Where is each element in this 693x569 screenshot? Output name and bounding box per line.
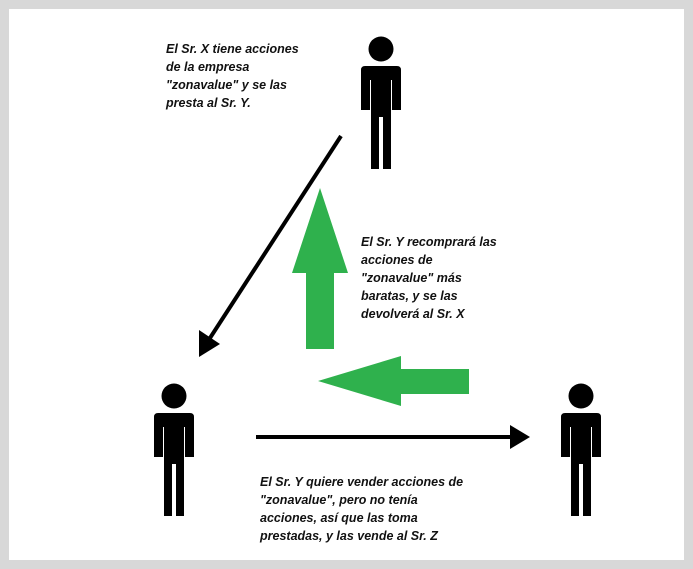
note-line: presta al Sr. Y.: [166, 96, 251, 110]
person-icon: [361, 36, 401, 169]
buyback-arrow: [318, 356, 469, 406]
note-line: "zonavalue" y se las: [166, 78, 287, 92]
note-sr-y-buyback: El Sr. Y recomprará las acciones de "zon…: [361, 233, 497, 323]
note-line: "zonavalue", pero no tenía: [260, 493, 418, 507]
note-sr-y-sells: El Sr. Y quiere vender acciones de "zona…: [260, 473, 463, 545]
note-line: baratas, y se las: [361, 289, 458, 303]
note-line: acciones de: [361, 253, 433, 267]
note-line: El Sr. X tiene acciones: [166, 42, 299, 56]
lend-arrow: [199, 134, 343, 357]
person-icon: [561, 383, 601, 516]
note-line: El Sr. Y quiere vender acciones de: [260, 475, 464, 489]
note-line: El Sr. Y recomprará las: [361, 235, 497, 249]
note-line: "zonavalue" más: [361, 271, 462, 285]
note-line: devolverá al Sr. X: [361, 307, 465, 321]
note-line: acciones, así que las toma: [260, 511, 418, 525]
person-icon: [154, 383, 194, 516]
note-line: de la empresa: [166, 60, 250, 74]
return-arrow: [292, 188, 348, 349]
note-line: prestadas, y las vende al Sr. Z: [260, 529, 438, 543]
note-sr-x-lends: El Sr. X tiene acciones de la empresa "z…: [166, 40, 299, 112]
sell-arrow: [256, 425, 530, 449]
